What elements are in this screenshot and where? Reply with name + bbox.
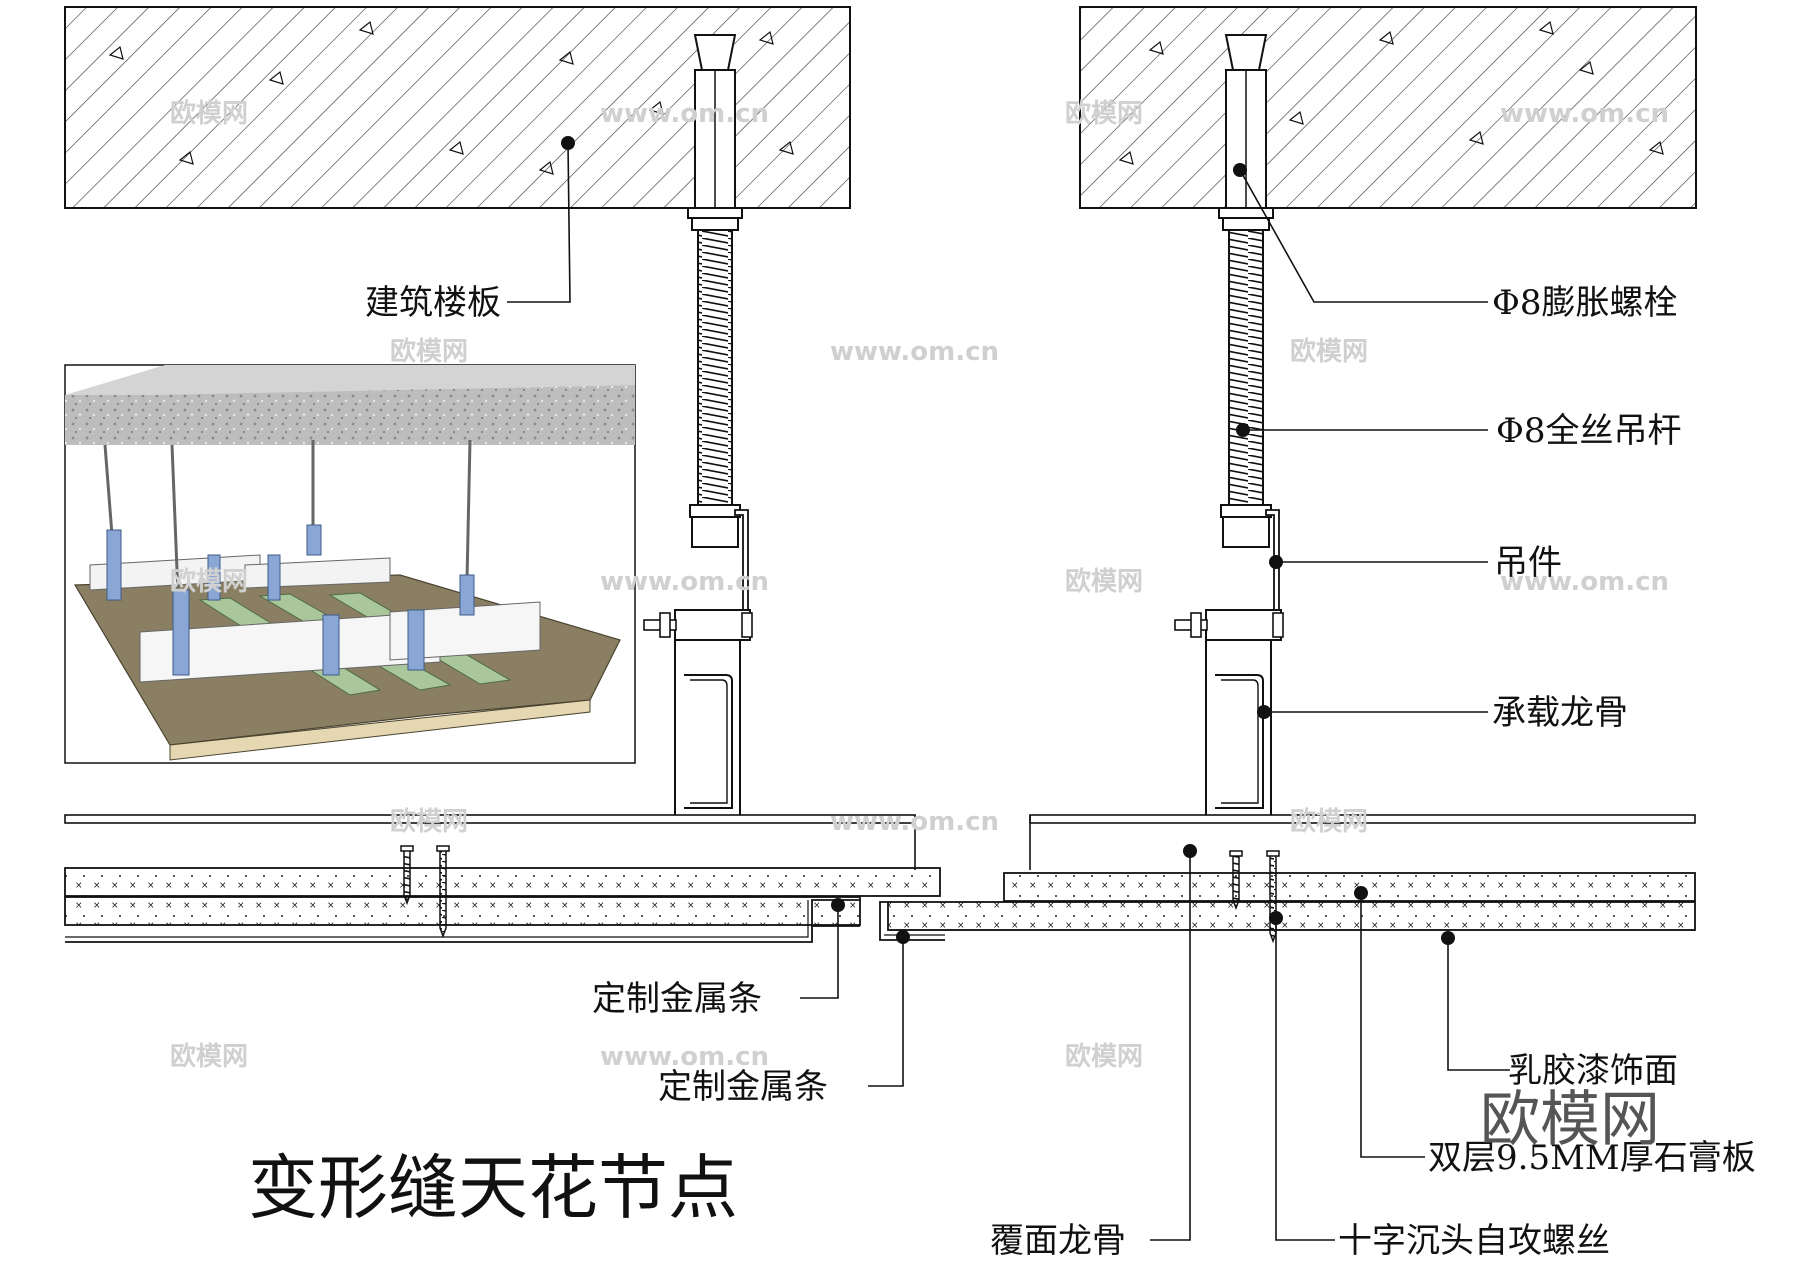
isometric-inset	[64, 364, 636, 764]
label-main-keel: 承载龙骨	[1492, 693, 1628, 733]
drawing-title: 变形缝天花节点	[248, 1147, 738, 1229]
label-latex-paint: 乳胶漆饰面	[1508, 1051, 1678, 1091]
leader-dots	[561, 136, 1455, 945]
wm-site: www.om.cn	[600, 1042, 769, 1072]
left-hanger-clip	[643, 509, 753, 821]
wm-logo: 欧模网	[1065, 98, 1143, 129]
wm-logo: 欧模网	[1065, 566, 1143, 597]
right-cover-keel	[1029, 814, 1696, 870]
wm-logo: 欧模网	[1065, 1041, 1143, 1072]
right-expansion-bolt	[1218, 34, 1274, 231]
watermarks: 欧模网 www.om.cn 欧模网 www.om.cn 欧模网 www.om.c…	[170, 98, 1669, 1072]
label-cover-keel: 覆面龙骨	[990, 1221, 1126, 1261]
right-threaded-rod	[1220, 229, 1272, 548]
left-main-keel	[684, 674, 733, 809]
label-rod: Φ8全丝吊杆	[1496, 411, 1682, 451]
left-cover-keel	[64, 814, 916, 870]
wm-site: www.om.cn	[830, 337, 999, 367]
corner-watermark: 欧模网	[1480, 1085, 1660, 1155]
wm-site: www.om.cn	[600, 99, 769, 129]
right-metal-strip	[879, 901, 1695, 941]
label-screw: 十字沉头自攻螺丝	[1338, 1221, 1610, 1261]
leaders	[507, 142, 1510, 1241]
right-gypsum-board-upper	[1003, 872, 1696, 902]
wm-logo: 欧模网	[390, 806, 468, 837]
wm-logo: 欧模网	[170, 566, 248, 597]
wm-logo: 欧模网	[170, 98, 248, 129]
labels: 建筑楼板 Φ8膨胀螺栓 Φ8全丝吊杆 吊件 承载龙骨 定制金属条 定制金属条 乳…	[248, 283, 1756, 1261]
wm-logo: 欧模网	[1290, 806, 1368, 837]
label-hanger: 吊件	[1494, 543, 1562, 583]
label-metal-strip-1: 定制金属条	[592, 979, 762, 1019]
label-slab: 建筑楼板	[365, 283, 501, 323]
left-gypsum-board-lower	[64, 896, 861, 926]
left-expansion-bolt	[687, 34, 743, 231]
right-main-keel	[1215, 674, 1264, 809]
left-gypsum-board-upper	[64, 867, 941, 897]
label-bolt: Φ8膨胀螺栓	[1492, 283, 1678, 323]
label-gypsum: 双层9.5MM厚石膏板	[1428, 1138, 1756, 1178]
wm-logo: 欧模网	[1290, 336, 1368, 367]
wm-site: www.om.cn	[830, 807, 999, 837]
label-metal-strip-2: 定制金属条	[658, 1067, 828, 1107]
left-threaded-rod	[689, 229, 741, 548]
wm-logo: 欧模网	[170, 1041, 248, 1072]
right-gypsum-board-lower	[887, 901, 1696, 931]
wm-logo: 欧模网	[390, 336, 468, 367]
wm-site: www.om.cn	[1500, 99, 1669, 129]
right-hanger-clip	[1174, 509, 1284, 821]
wm-site: www.om.cn	[1500, 567, 1669, 597]
right-slab	[1079, 6, 1697, 209]
wm-site: www.om.cn	[600, 567, 769, 597]
